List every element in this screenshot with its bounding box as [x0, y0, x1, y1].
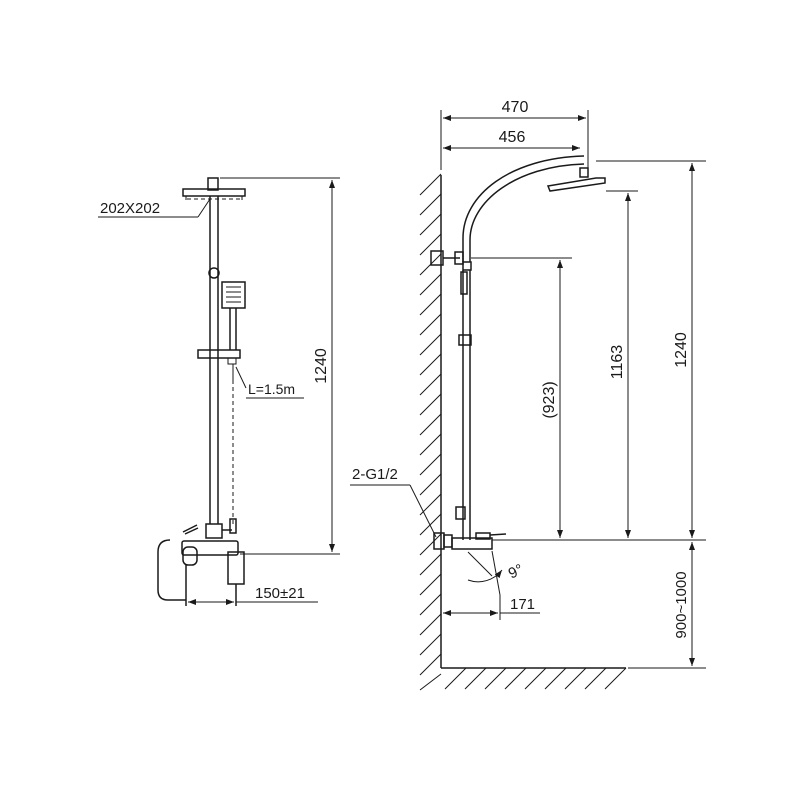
curved-arm — [462, 155, 585, 262]
connection-label: 2-G1/2 — [352, 466, 398, 483]
hand-shower — [221, 281, 246, 350]
rain-head-side — [546, 167, 606, 192]
angle-label: 9° — [506, 561, 526, 582]
install-height-label: 900~1000 — [673, 571, 690, 638]
install-height-dimension — [628, 542, 706, 669]
total-height-label: 1240 — [673, 332, 690, 368]
hose-length-label: L=1.5m — [248, 381, 295, 397]
slide-holder — [197, 349, 241, 365]
hose-length-leader — [235, 366, 304, 399]
handset-height-dimension — [472, 257, 572, 538]
arm-inner-label: 456 — [499, 129, 526, 146]
total-height-dimension — [596, 160, 706, 538]
wall-bracket — [430, 250, 472, 295]
connection-leader — [350, 484, 437, 538]
head-size-label: 202X202 — [100, 200, 160, 217]
head-size-leader — [98, 198, 211, 218]
wall — [419, 173, 627, 691]
mixer-body — [157, 518, 245, 606]
front-height-dimension — [220, 177, 340, 555]
side-view: 470 456 2-G1/2 (923) 1163 1240 900~1000 … — [350, 99, 706, 691]
handset-height-label: (923) — [541, 381, 558, 418]
spout-dimension — [443, 595, 540, 620]
front-height-label: 1240 — [313, 348, 330, 384]
riser-pipe — [208, 196, 220, 524]
lower-riser — [455, 270, 472, 540]
front-view: 202X202 L=1.5m 1240 150±21 — [98, 177, 340, 606]
mixer-offset-label: 150±21 — [255, 585, 305, 602]
head-height-dimension — [606, 190, 638, 538]
head-height-label: 1163 — [609, 345, 626, 380]
arm-outer-dimension — [440, 110, 589, 170]
arm-outer-label: 470 — [502, 99, 529, 116]
rain-shower-head — [182, 177, 246, 200]
spout-label: 171 — [510, 596, 535, 613]
mixer-side — [433, 532, 507, 550]
angle-indicator — [467, 550, 503, 596]
